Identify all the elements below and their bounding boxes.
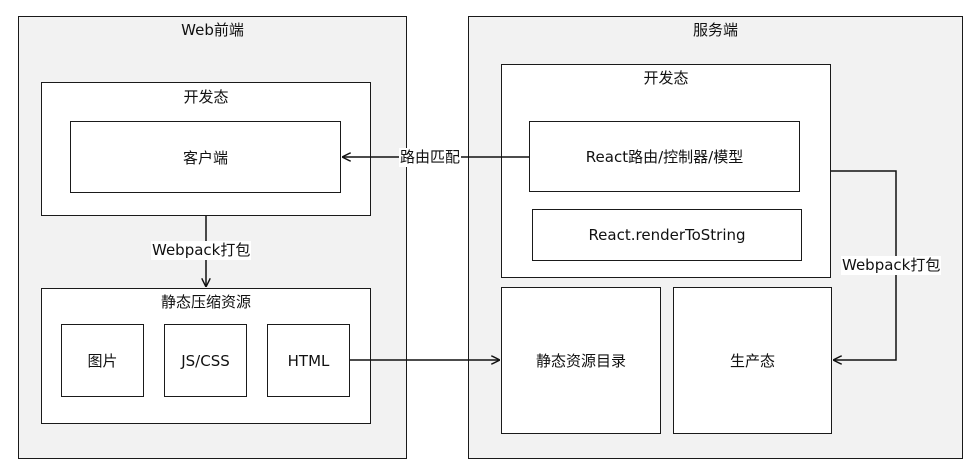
route-match-label: 路由匹配 [399, 148, 462, 167]
server-panel-title: 服务端 [692, 21, 738, 39]
frontend-panel-title: Web前端 [181, 21, 244, 39]
static-resources-title: 静态压缩资源 [160, 293, 251, 311]
static-dir-box: 静态资源目录 [501, 287, 661, 434]
client-box: 客户端 [70, 121, 341, 193]
frontend-dev-title: 开发态 [183, 88, 229, 106]
render-to-string-box: React.renderToString [532, 209, 802, 261]
images-box: 图片 [61, 324, 144, 397]
html-box: HTML [267, 324, 350, 397]
jscss-box: JS/CSS [164, 324, 247, 397]
webpack-server-label: Webpack打包 [841, 256, 942, 275]
react-router-box: React路由/控制器/模型 [529, 121, 800, 192]
production-box: 生产态 [673, 287, 832, 434]
webpack-front-label: Webpack打包 [151, 241, 252, 260]
server-dev-title: 开发态 [643, 69, 689, 87]
